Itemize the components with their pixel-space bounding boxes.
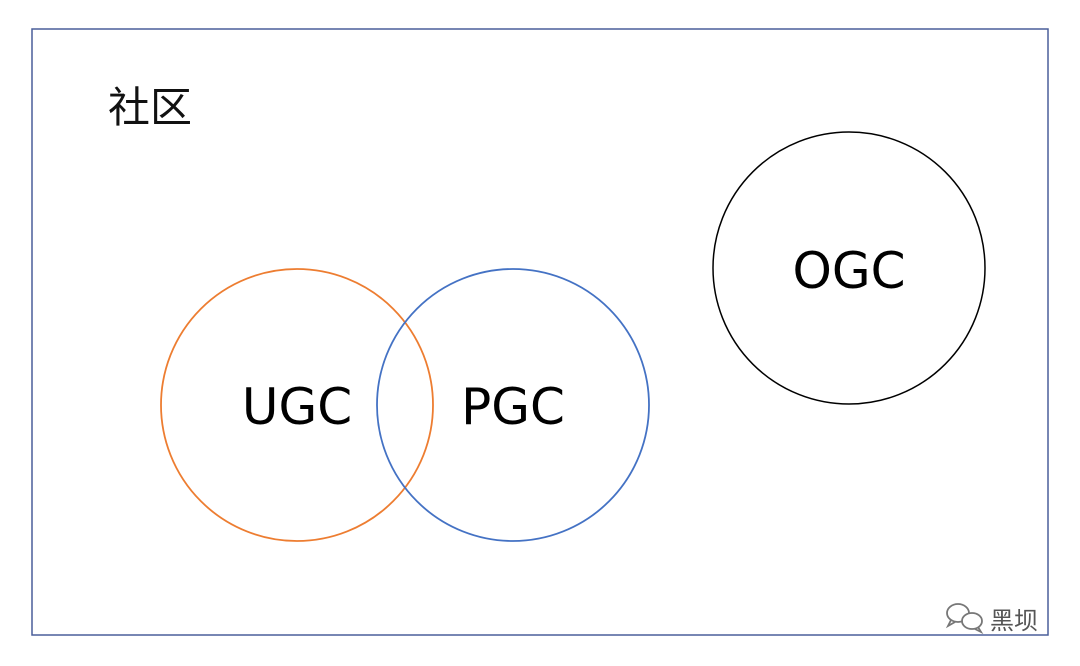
community-label: 社区 <box>108 83 192 132</box>
pgc-circle <box>376 268 650 542</box>
pgc-label: PGC <box>461 378 565 436</box>
ogc-circle <box>712 131 986 405</box>
watermark: 黑坝 <box>945 603 1038 635</box>
watermark-text: 黑坝 <box>990 607 1038 635</box>
ugc-circle <box>160 268 434 542</box>
wechat-icon <box>945 603 984 635</box>
community-frame <box>31 28 1049 636</box>
ogc-label: OGC <box>792 242 905 300</box>
ugc-label: UGC <box>242 378 352 436</box>
